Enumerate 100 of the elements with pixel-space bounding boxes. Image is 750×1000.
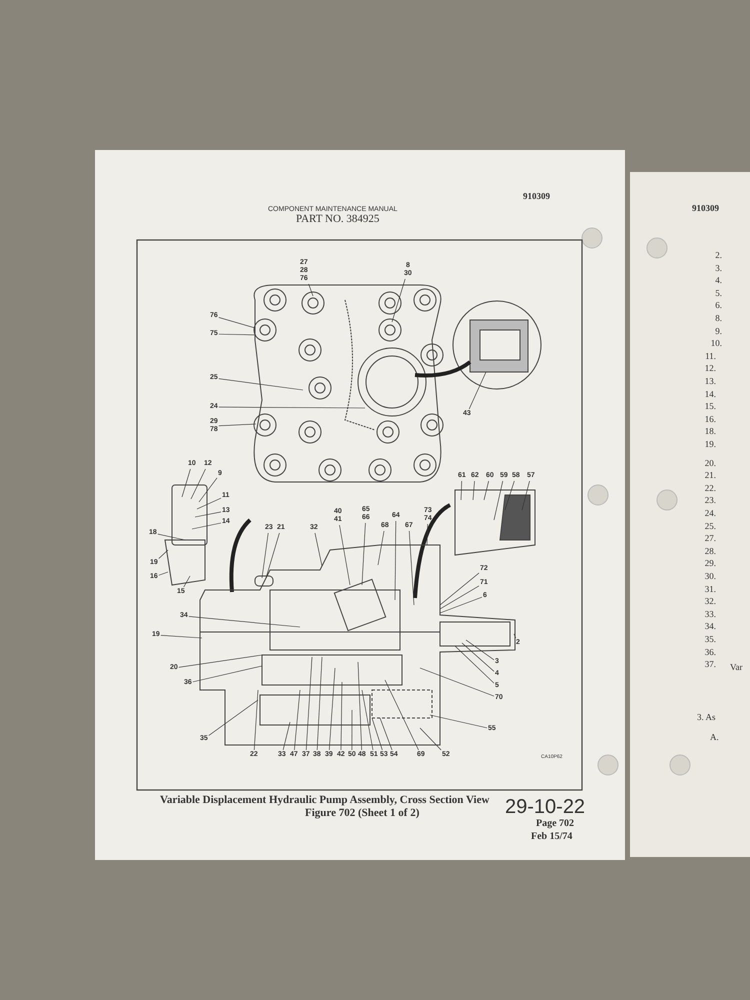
leader-line [454, 646, 494, 684]
leader-line [484, 480, 489, 500]
leader-line [462, 642, 494, 672]
list-number: 3. [715, 262, 722, 273]
leader-line [328, 668, 336, 750]
leader-line [384, 680, 419, 750]
leader-line [392, 278, 406, 322]
list-number: 10. [710, 338, 722, 348]
leader-line [494, 480, 504, 520]
leader-line [514, 634, 516, 638]
leader-line [362, 690, 374, 750]
leader-line [160, 635, 202, 638]
list-number: 34. [704, 621, 716, 632]
leader-line [420, 668, 494, 696]
list-number: 37. [704, 659, 716, 670]
list-text: A. [710, 732, 719, 742]
list-number: 16. [704, 414, 716, 424]
leader-line [380, 718, 392, 750]
leader-line [408, 530, 414, 606]
leader-line [158, 550, 168, 559]
list-number: 25. [704, 520, 716, 531]
leader-line [440, 586, 480, 610]
list-number: 13. [704, 376, 716, 386]
leader-line [196, 498, 222, 510]
list-number: 20. [704, 458, 716, 468]
list-number: 4. [715, 275, 722, 286]
leader-line [218, 406, 366, 408]
list-number: 5. [715, 288, 722, 298]
list-number: 29. [704, 558, 716, 568]
leader-line [254, 690, 258, 750]
leader-line [466, 640, 494, 660]
leader-line [188, 616, 300, 628]
leader-line [218, 317, 256, 328]
list-number: 35. [704, 634, 716, 644]
list-text: Var [730, 662, 742, 672]
leader-line [182, 468, 191, 498]
leader-line [430, 714, 488, 728]
part-number: PART NO. 384925 [296, 213, 380, 225]
list-number: 8. [715, 313, 722, 323]
leader-line [372, 718, 383, 750]
list-number: 9. [715, 326, 722, 336]
leader-line [426, 524, 428, 546]
leader-line [308, 284, 314, 296]
leader-line [504, 480, 515, 510]
list-number: 14. [704, 388, 716, 399]
leader-line [218, 424, 256, 426]
list-number: 24. [704, 508, 716, 518]
leader-line [282, 722, 290, 750]
date-text: Feb 15/74 [531, 831, 572, 842]
list-number: 22. [704, 482, 716, 493]
leader-line [194, 512, 222, 518]
leader-line [362, 522, 366, 586]
list-number: 19. [704, 439, 716, 449]
leader-line [218, 378, 304, 390]
page-number: Page 702 [536, 818, 574, 829]
leader-line [192, 522, 222, 530]
list-number: 27. [704, 533, 716, 544]
list-number: 31. [704, 584, 716, 594]
list-number: 30. [704, 571, 716, 581]
list-number: 15. [704, 401, 716, 412]
list-number: 28. [704, 546, 716, 556]
handwritten-note: 29-10-22 [505, 796, 586, 819]
list-number: 32. [704, 596, 716, 606]
list-number: 2. [715, 250, 722, 260]
leader-line [358, 662, 362, 750]
document-number: 910309 [692, 203, 719, 213]
leader-line [394, 520, 396, 600]
figure-number: Figure 702 (Sheet 1 of 2) [305, 807, 420, 819]
leader-line [208, 700, 258, 736]
list-number: 11. [705, 350, 716, 361]
list-number: 18. [704, 426, 716, 436]
leader-line [440, 596, 482, 614]
figure-caption: Variable Displacement Hydraulic Pump Assembly, Cross Section View [160, 794, 490, 806]
list-number: 6. [715, 300, 722, 310]
leader-line [314, 532, 322, 566]
list-text: 3. As [697, 712, 716, 722]
leader-line [306, 656, 312, 750]
leader-line [522, 480, 530, 510]
list-number: 36. [704, 646, 716, 657]
leader-line [339, 524, 350, 586]
leader-line [266, 532, 280, 578]
leader-line [340, 682, 342, 750]
document-number: 910309 [523, 191, 550, 201]
leader-line [218, 334, 256, 336]
list-number: 33. [704, 608, 716, 619]
leader-line [158, 534, 186, 540]
list-number: 21. [704, 470, 716, 480]
leader-line [198, 478, 218, 502]
leader-line [178, 654, 262, 668]
leader-line [316, 656, 322, 750]
leader-line [158, 572, 168, 576]
leader-line [460, 480, 462, 500]
leader-line [468, 372, 486, 410]
leader-line [440, 572, 480, 606]
leader-line [262, 532, 268, 578]
leader-line [378, 530, 384, 566]
leader-line [192, 666, 262, 682]
leader-line [183, 576, 190, 588]
leader-line [190, 468, 206, 500]
list-number: 12. [704, 363, 716, 374]
